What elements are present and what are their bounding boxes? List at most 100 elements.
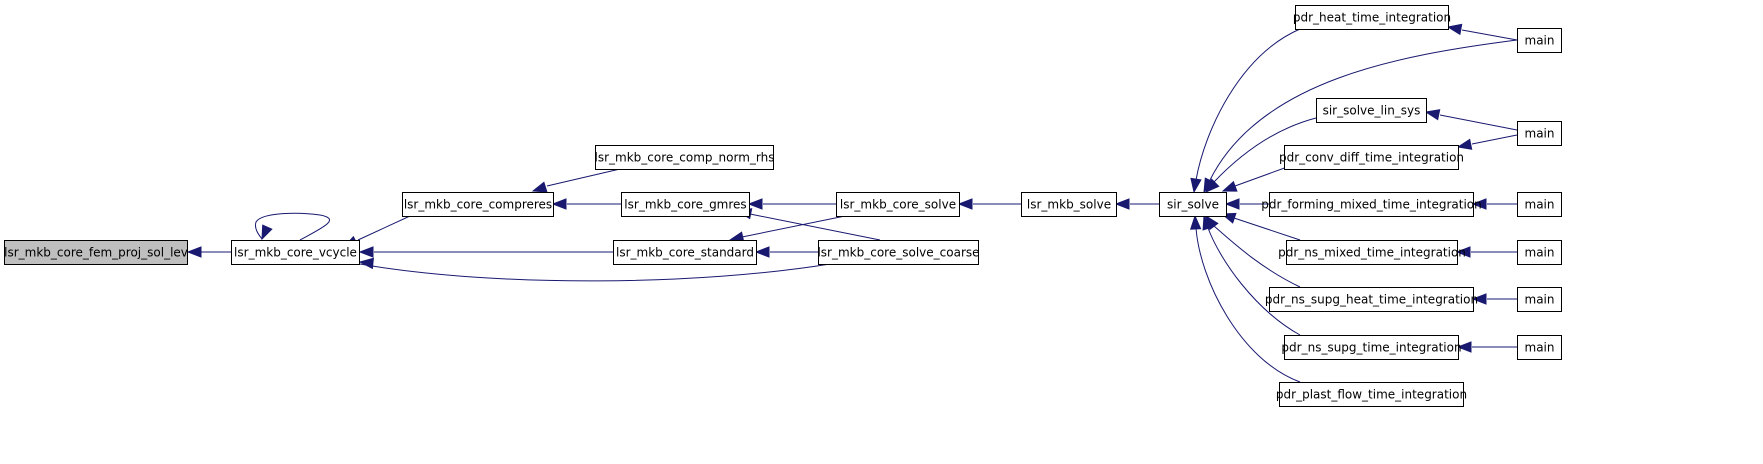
node-plast[interactable]: pdr_plast_flow_time_integration	[1276, 382, 1467, 407]
node-label: pdr_ns_supg_heat_time_integration	[1265, 293, 1478, 307]
node-comp-norm-rhs[interactable]: lsr_mkb_core_comp_norm_rhs	[595, 145, 775, 170]
node-gmres[interactable]: lsr_mkb_core_gmres	[621, 192, 750, 217]
edge-main4-to-ns-mixed	[1455, 246, 1517, 258]
node-main2[interactable]: main	[1517, 121, 1562, 146]
edge-comp-norm-rhs-to-compreres	[531, 168, 621, 193]
node-ns-mixed[interactable]: pdr_ns_mixed_time_integration	[1278, 240, 1466, 265]
arrow-head	[1456, 138, 1473, 150]
node-main5[interactable]: main	[1517, 287, 1562, 312]
arrow-head	[1224, 198, 1240, 210]
edge-main1-to-heat	[1446, 23, 1518, 41]
node-core-solve[interactable]: lsr_mkb_core_solve	[836, 192, 960, 217]
node-box[interactable]	[836, 192, 960, 217]
node-heat[interactable]: pdr_heat_time_integration	[1293, 5, 1451, 30]
edge-gmres-to-compreres	[551, 198, 621, 210]
edge-solve-coarse-to-standard	[754, 246, 818, 258]
node-solve-coarse[interactable]: lsr_mkb_core_solve_coarse	[817, 240, 980, 265]
node-box[interactable]	[4, 240, 188, 265]
node-label: lsr_mkb_core_solve_coarse	[817, 246, 979, 260]
node-label: lsr_mkb_core_fem_proj_sol_lev	[4, 246, 188, 260]
node-box[interactable]	[1295, 5, 1449, 30]
node-label: pdr_forming_mixed_time_integration	[1261, 198, 1482, 212]
node-sir-solve[interactable]: sir_solve	[1159, 192, 1227, 217]
node-box[interactable]	[1021, 192, 1117, 217]
node-fem-proj[interactable]: lsr_mkb_core_fem_proj_sol_lev	[4, 240, 188, 265]
edge-main2-to-lin-sys	[1424, 109, 1518, 131]
edge-heat-to-sir-solve	[1190, 28, 1301, 194]
node-standard[interactable]: lsr_mkb_core_standard	[613, 240, 757, 265]
node-label: lsr_mkb_core_compreres	[404, 198, 552, 212]
arrow-head	[1471, 198, 1487, 210]
node-box[interactable]	[1286, 240, 1458, 265]
node-label: pdr_heat_time_integration	[1293, 11, 1451, 25]
arrow-head	[1456, 341, 1472, 353]
edge-line	[741, 215, 846, 238]
node-compreres[interactable]: lsr_mkb_core_compreres	[402, 192, 554, 217]
node-label: lsr_mkb_core_comp_norm_rhs	[595, 151, 775, 165]
node-label: lsr_mkb_solve	[1027, 198, 1111, 212]
node-box[interactable]	[1517, 335, 1562, 360]
node-mkb-solve[interactable]: lsr_mkb_solve	[1021, 192, 1117, 217]
arrow-head	[1189, 214, 1202, 230]
node-box[interactable]	[1159, 192, 1227, 217]
node-box[interactable]	[402, 192, 554, 217]
node-label: lsr_mkb_core_solve	[840, 198, 956, 212]
node-label: main	[1525, 341, 1555, 355]
edge-line	[1213, 225, 1301, 288]
arrow-head	[1221, 180, 1238, 192]
node-ns-supg-heat[interactable]: pdr_ns_supg_heat_time_integration	[1265, 287, 1478, 312]
edge-line	[546, 168, 621, 187]
edge-line	[1207, 227, 1301, 336]
edge-main2-to-conv-diff	[1456, 134, 1518, 150]
node-label: lsr_mkb_core_standard	[616, 246, 754, 260]
node-box[interactable]	[1279, 382, 1464, 407]
node-main6[interactable]: main	[1517, 335, 1562, 360]
node-label: pdr_ns_supg_time_integration	[1281, 341, 1461, 355]
node-box[interactable]	[613, 240, 757, 265]
node-box[interactable]	[1517, 287, 1562, 312]
node-box[interactable]	[1284, 145, 1459, 170]
edge-line	[255, 212, 330, 241]
node-box[interactable]	[1517, 28, 1562, 53]
node-main1[interactable]: main	[1517, 28, 1562, 53]
node-box[interactable]	[1269, 287, 1474, 312]
node-box[interactable]	[818, 240, 979, 265]
node-lin-sys[interactable]: sir_solve_lin_sys	[1316, 98, 1427, 123]
edge-vcycle-to-vcycle	[255, 212, 330, 241]
node-main4[interactable]: main	[1517, 240, 1562, 265]
node-forming[interactable]: pdr_forming_mixed_time_integration	[1261, 192, 1482, 217]
node-box[interactable]	[1269, 192, 1474, 217]
node-main3[interactable]: main	[1517, 192, 1562, 217]
node-conv-diff[interactable]: pdr_conv_diff_time_integration	[1279, 145, 1464, 170]
node-box[interactable]	[621, 192, 750, 217]
edge-solve-coarse-to-vcycle	[358, 257, 831, 282]
edge-line	[1195, 227, 1301, 383]
arrow-head	[186, 246, 202, 258]
node-label: sir_solve_lin_sys	[1323, 104, 1421, 118]
node-box[interactable]	[1284, 335, 1459, 360]
edge-mkb-solve-to-core-solve	[957, 198, 1021, 210]
node-ns-supg[interactable]: pdr_ns_supg_time_integration	[1281, 335, 1462, 360]
edge-main6-to-ns-supg	[1456, 341, 1517, 353]
node-label: pdr_ns_mixed_time_integration	[1278, 246, 1466, 260]
node-label: main	[1525, 246, 1555, 260]
node-box[interactable]	[1316, 98, 1427, 123]
node-vcycle[interactable]: lsr_mkb_core_vcycle	[231, 240, 360, 265]
graph-edges	[186, 23, 1518, 383]
arrow-head	[1205, 178, 1220, 193]
arrow-head	[1455, 246, 1471, 258]
edge-plast-to-sir-solve	[1189, 214, 1301, 383]
node-box[interactable]	[595, 145, 774, 170]
node-box[interactable]	[1517, 192, 1562, 217]
arrow-head	[1424, 109, 1441, 121]
edge-ns-supg-to-sir-solve	[1202, 214, 1301, 336]
node-box[interactable]	[1517, 240, 1562, 265]
edge-lin-sys-to-sir-solve	[1205, 117, 1317, 193]
node-label: pdr_plast_flow_time_integration	[1276, 388, 1467, 402]
node-box[interactable]	[231, 240, 360, 265]
node-box[interactable]	[1517, 121, 1562, 146]
node-label: lsr_mkb_core_gmres	[624, 198, 746, 212]
edge-line	[1233, 217, 1301, 241]
node-label: main	[1525, 293, 1555, 307]
edge-forming-to-sir-solve	[1224, 198, 1269, 210]
